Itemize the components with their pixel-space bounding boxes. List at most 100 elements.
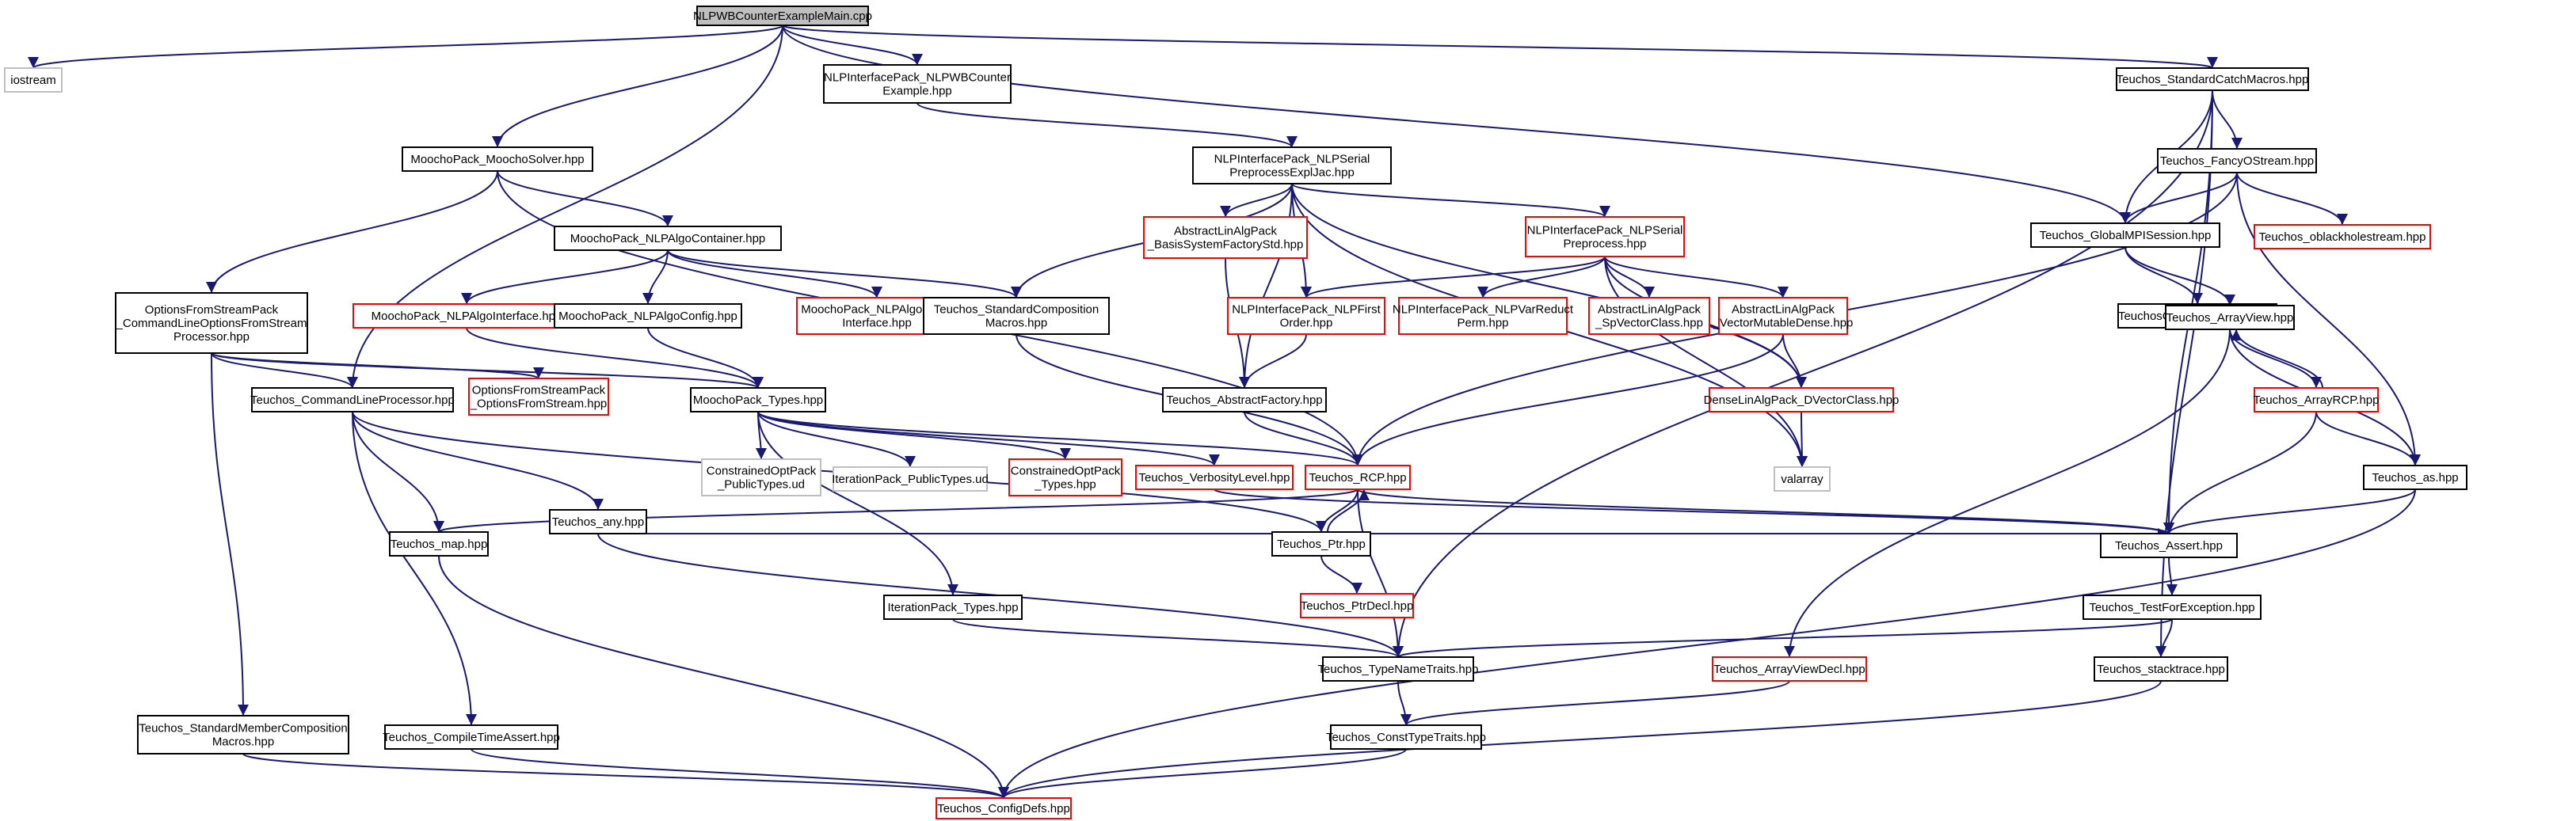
node-label-line: Teuchos_FancyOStream.hpp — [2160, 154, 2314, 168]
node-moochotypes[interactable]: MoochoPack_Types.hpp — [690, 387, 826, 412]
node-configdefs[interactable]: Teuchos_ConfigDefs.hpp — [936, 797, 1072, 819]
edge-main-to-catchmacros — [782, 25, 2217, 69]
edge-rcp-to-ptr — [1316, 488, 1358, 533]
node-compiletime[interactable]: Teuchos_CompileTimeAssert.hpp — [383, 724, 560, 750]
node-label-line: NLPWBCounterExampleMain.cpp — [693, 10, 872, 23]
edge-testforexc-to-stacktrace — [2155, 618, 2173, 658]
node-assert[interactable]: Teuchos_Assert.hpp — [2100, 533, 2238, 558]
node-label-line: NLPInterfacePack_NLPFirst — [1232, 303, 1381, 317]
edge-rcp-to-assert — [1357, 488, 2174, 534]
node-optsfromstream[interactable]: OptionsFromStreamPack_CommandLineOptions… — [115, 292, 308, 354]
node-fancyostream[interactable]: Teuchos_FancyOStream.hpp — [2157, 148, 2317, 173]
node-oblackhole[interactable]: Teuchos_oblackholestream.hpp — [2254, 224, 2431, 249]
node-label-line: DenseLinAlgPack_DVectorClass.hpp — [1704, 393, 1900, 407]
node-optsfromstream2[interactable]: OptionsFromStreamPack_OptionsFromStream.… — [468, 378, 609, 416]
node-ptr[interactable]: Teuchos_Ptr.hpp — [1271, 531, 1371, 557]
node-abstractfactory[interactable]: Teuchos_AbstractFactory.hpp — [1162, 387, 1327, 412]
edge-serialexpl-to-basissys — [1220, 183, 1293, 218]
node-itertypes[interactable]: IterationPack_Types.hpp — [883, 595, 1023, 620]
node-label-line: _CommandLineOptionsFromStream — [116, 317, 307, 330]
node-label-line: IterationPack_Types.hpp — [887, 601, 1018, 614]
node-any[interactable]: Teuchos_any.hpp — [549, 509, 647, 534]
node-box — [690, 387, 826, 412]
node-algocontainer[interactable]: MoochoPack_NLPAlgoContainer.hpp — [554, 226, 782, 251]
node-main[interactable]: NLPWBCounterExampleMain.cpp — [693, 6, 872, 26]
node-densevector[interactable]: DenseLinAlgPack_DVectorClass.hpp — [1704, 387, 1900, 412]
edge-ptr-to-ptrdecl — [1320, 555, 1362, 595]
node-cmdlineproc[interactable]: Teuchos_CommandLineProcessor.hpp — [250, 387, 455, 412]
node-label-line: Macros.hpp — [985, 317, 1047, 330]
node-label-line: IterationPack_PublicTypes.ud — [832, 473, 989, 486]
node-label-line: iostream — [10, 74, 56, 87]
node-serialexpl[interactable]: NLPInterfacePack_NLPSerialPreprocessExpl… — [1192, 146, 1392, 184]
edge-globalmpi-to-configdefs_core — [2124, 246, 2203, 305]
node-label-line: Teuchos_any.hpp — [552, 515, 644, 529]
node-basissys[interactable]: AbstractLinAlgPack_BasisSystemFactoryStd… — [1143, 216, 1308, 259]
edge-algointerface-to-moochotypes — [466, 327, 764, 389]
node-vecmutdense[interactable]: AbstractLinAlgPack_VectorMutableDense.hp… — [1713, 297, 1854, 335]
node-catchmacros[interactable]: Teuchos_StandardCatchMacros.hpp — [2116, 67, 2309, 91]
node-box — [2363, 465, 2467, 490]
node-label-line: Teuchos_oblackholestream.hpp — [2259, 230, 2426, 244]
node-box — [1305, 465, 1411, 490]
node-constrainedtypes[interactable]: ConstrainedOptPack_Types.hpp — [1008, 458, 1122, 496]
node-box — [2254, 224, 2431, 249]
node-algoconfig[interactable]: MoochoPack_NLPAlgoConfig.hpp — [554, 303, 742, 329]
edge-serialexpl-to-abstractfactory — [1239, 183, 1293, 389]
node-as[interactable]: Teuchos_as.hpp — [2363, 465, 2467, 490]
node-stacktrace[interactable]: Teuchos_stacktrace.hpp — [2094, 656, 2228, 682]
node-label-line: MoochoPack_NLPAlgoInterface.hpp — [372, 310, 562, 323]
node-verbosity[interactable]: Teuchos_VerbosityLevel.hpp — [1135, 465, 1294, 490]
node-box — [883, 595, 1023, 620]
node-algointerface[interactable]: MoochoPack_NLPAlgoInterface.hpp — [352, 303, 581, 329]
node-box — [389, 531, 489, 557]
edge-ptr-to-rcp — [1327, 488, 1370, 533]
node-ptrdecl[interactable]: Teuchos_PtrDecl.hpp — [1300, 593, 1414, 618]
node-constrainedud[interactable]: ConstrainedOptPack_PublicTypes.ud — [701, 458, 821, 496]
node-spvector[interactable]: AbstractLinAlgPack_SpVectorClass.hpp — [1588, 297, 1710, 335]
node-label-line: _SpVectorClass.hpp — [1595, 317, 1703, 330]
node-box — [1143, 216, 1308, 259]
node-map[interactable]: Teuchos_map.hpp — [389, 531, 489, 557]
node-typenametraits[interactable]: Teuchos_TypeNameTraits.hpp — [1318, 656, 1479, 682]
node-iostream[interactable]: iostream — [4, 67, 63, 93]
edge-stacktrace-to-configdefs — [998, 680, 2162, 799]
node-label-line: Teuchos_StandardMemberComposition — [139, 722, 347, 735]
node-valarray[interactable]: valarray — [1774, 466, 1831, 492]
edge-vecmutdense-to-densevector — [1782, 333, 1807, 389]
node-box — [251, 387, 454, 412]
node-stdmember[interactable]: Teuchos_StandardMemberCompositionMacros.… — [137, 715, 349, 754]
node-label-line: Teuchos_RCP.hpp — [1309, 471, 1406, 485]
edge-optsfromstream-to-stdmember — [211, 352, 249, 716]
node-box — [923, 297, 1110, 335]
node-arrayrcp[interactable]: Teuchos_ArrayRCP.hpp — [2254, 387, 2380, 412]
node-arrayviewdecl[interactable]: Teuchos_ArrayViewDecl.hpp — [1712, 656, 1867, 682]
node-label-line: Perm.hpp — [1457, 317, 1508, 330]
node-box — [1300, 593, 1414, 618]
edge-moochosolver-to-optsfromstream — [206, 170, 498, 294]
node-rcp[interactable]: Teuchos_RCP.hpp — [1305, 465, 1411, 490]
node-label-line: OptionsFromStreamPack — [145, 303, 279, 317]
edge-rcp-to-map — [433, 488, 1358, 533]
node-iterpublic[interactable]: IterationPack_PublicTypes.ud — [832, 466, 989, 492]
edge-testforexc-to-typenametraits — [1393, 618, 2173, 658]
node-globalmpi[interactable]: Teuchos_GlobalMPISession.hpp — [2030, 222, 2220, 248]
edge-cmdlineproc-to-compiletime — [352, 411, 477, 726]
node-wbcounter[interactable]: NLPInterfacePack_NLPWBCounterExample.hpp — [823, 64, 1012, 104]
node-arrayview[interactable]: Teuchos_ArrayView.hpp — [2165, 305, 2295, 330]
node-box — [115, 292, 308, 354]
node-box — [4, 67, 63, 93]
edge-itertypes-to-typenametraits — [952, 618, 1404, 658]
node-testforexc[interactable]: Teuchos_TestForException.hpp — [2083, 595, 2262, 620]
node-label-line: NLPInterfacePack_NLPSerial — [1214, 153, 1370, 166]
node-box — [554, 226, 782, 251]
node-box — [833, 466, 988, 492]
node-consttypetraits[interactable]: Teuchos_ConstTypeTraits.hpp — [1326, 724, 1486, 750]
node-label-line: NLPInterfacePack_NLPSerial — [1527, 224, 1683, 238]
node-moochosolver[interactable]: MoochoPack_MoochoSolver.hpp — [402, 146, 593, 172]
